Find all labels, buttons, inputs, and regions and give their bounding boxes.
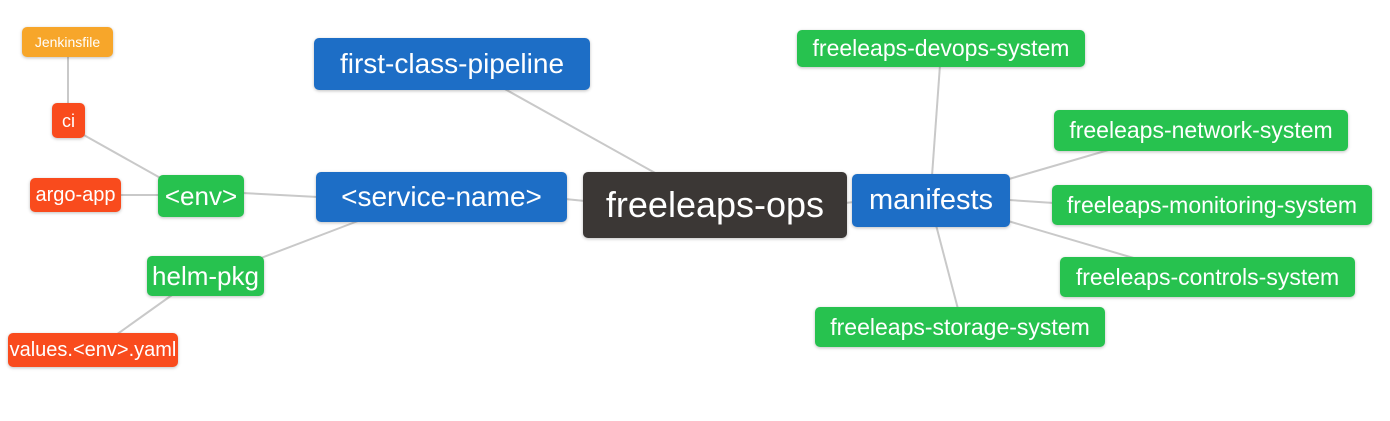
node-manifests[interactable]: manifests <box>852 174 1010 227</box>
node-argo-app[interactable]: argo-app <box>30 178 121 212</box>
edge-manifests-network <box>1008 148 1113 180</box>
edge-service-name-freeleaps-ops <box>564 198 586 202</box>
edge-first-class-pipeline-freeleaps-ops <box>502 87 658 175</box>
edge-manifests-controls <box>1007 220 1138 260</box>
node-freeleaps-network-system[interactable]: freeleaps-network-system <box>1054 110 1348 151</box>
edge-ci-env <box>81 133 165 181</box>
node-ci[interactable]: ci <box>52 103 85 138</box>
node-helm-pkg[interactable]: helm-pkg <box>147 256 264 296</box>
edge-helm-pkg-service-name <box>260 220 359 259</box>
node-freeleaps-monitoring-system[interactable]: freeleaps-monitoring-system <box>1052 185 1372 225</box>
node-jenkinsfile[interactable]: Jenkinsfile <box>22 27 113 57</box>
node-service-name[interactable]: <service-name> <box>316 172 567 222</box>
edge-manifests-monitoring <box>1008 199 1055 204</box>
edge-env-service-name <box>241 192 319 198</box>
edge-manifests-storage <box>935 224 959 310</box>
edge-values-helm-pkg <box>115 294 173 336</box>
node-freeleaps-devops-system[interactable]: freeleaps-devops-system <box>797 30 1085 67</box>
node-freeleaps-controls-system[interactable]: freeleaps-controls-system <box>1060 257 1355 297</box>
node-values-env-yaml[interactable]: values.<env>.yaml <box>8 333 178 367</box>
node-env[interactable]: <env> <box>158 175 244 217</box>
edge-manifests-devops <box>931 64 941 177</box>
node-first-class-pipeline[interactable]: first-class-pipeline <box>314 38 590 90</box>
node-freeleaps-ops[interactable]: freeleaps-ops <box>583 172 847 238</box>
node-freeleaps-storage-system[interactable]: freeleaps-storage-system <box>815 307 1105 347</box>
